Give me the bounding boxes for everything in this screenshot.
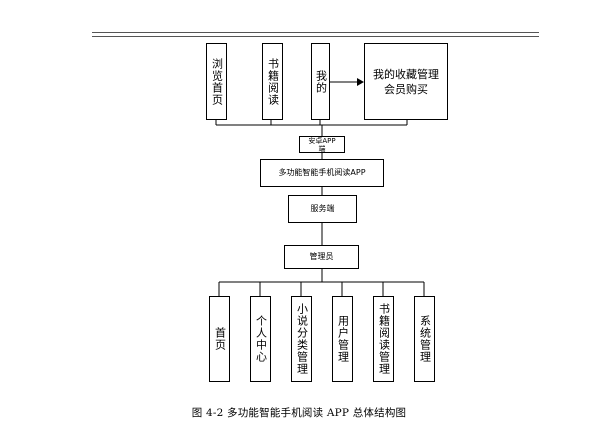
node-book-reading-mgmt-label: 书籍阅读管理: [377, 303, 391, 375]
node-server: 服务端: [288, 195, 357, 223]
node-home-label: 首页: [213, 327, 227, 351]
node-admin: 管理员: [284, 245, 359, 269]
arrow-head: [357, 78, 364, 86]
header-rule-bottom: [92, 36, 539, 37]
node-novel-category-mgmt-label: 小说分类管理: [295, 303, 309, 375]
node-multifunction-app: 多功能智能手机阅读APP: [260, 159, 384, 187]
node-book-reading-label: 书籍阅读: [266, 57, 280, 106]
node-android-line1: 安卓APP: [308, 136, 336, 145]
node-server-label: 服务端: [310, 204, 335, 213]
node-system-mgmt: 系统管理: [414, 296, 435, 382]
node-android-app: 安卓APP 端: [299, 136, 345, 153]
node-browse-home-label: 浏览首页: [210, 57, 224, 106]
node-personal-center: 个人中心: [250, 296, 271, 382]
figure-caption: 图 4-2 多功能智能手机阅读 APP 总体结构图: [191, 407, 407, 419]
node-mine-detail-line2: 会员购买: [384, 82, 428, 96]
node-mine-label: 我的: [314, 69, 328, 94]
node-system-mgmt-label: 系统管理: [418, 315, 432, 363]
node-android-line2: 端: [318, 144, 326, 153]
node-book-reading-mgmt: 书籍阅读管理: [373, 296, 394, 382]
node-user-mgmt: 用户管理: [332, 296, 353, 382]
node-user-mgmt-label: 用户管理: [336, 315, 350, 363]
header-rule-top: [92, 32, 539, 33]
node-mine-detail-line1: 我的收藏管理: [373, 67, 439, 81]
node-novel-category-mgmt: 小说分类管理: [291, 296, 312, 382]
node-book-reading: 书籍阅读: [262, 43, 283, 120]
node-app-label: 多功能智能手机阅读APP: [278, 168, 366, 177]
node-home: 首页: [209, 296, 230, 382]
node-mine: 我的: [311, 43, 330, 120]
node-mine-detail: 我的收藏管理 会员购买: [364, 43, 448, 120]
node-personal-center-label: 个人中心: [254, 315, 268, 363]
node-browse-home: 浏览首页: [206, 43, 227, 120]
node-admin-label: 管理员: [309, 252, 334, 261]
